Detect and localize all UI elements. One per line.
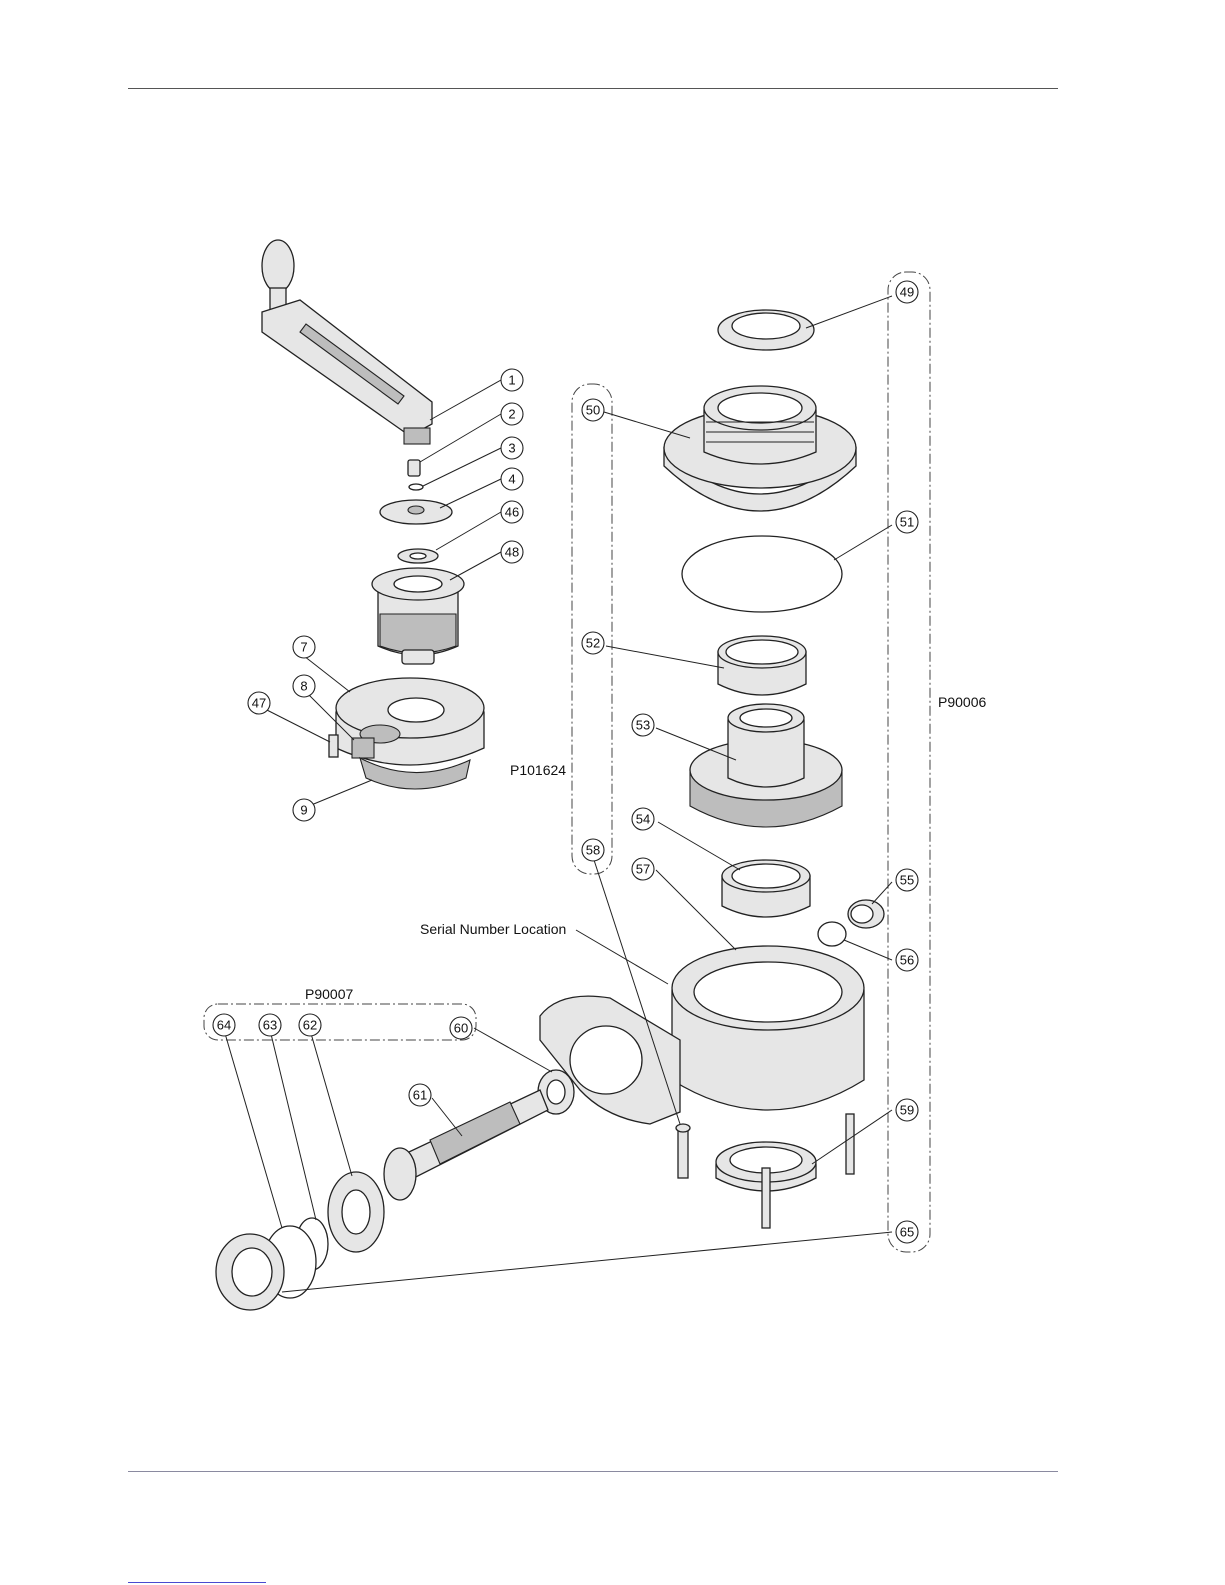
callout-number: 65: [900, 1225, 914, 1240]
callout-number: 55: [900, 873, 914, 888]
group-outline-p90007: [204, 1004, 476, 1040]
callout-52: 52: [582, 632, 604, 654]
callout-number: 61: [413, 1088, 427, 1103]
callout-3: 3: [501, 437, 523, 459]
group-outline-p101624: [572, 384, 612, 874]
callout-number: 7: [300, 640, 307, 655]
callout-62: 62: [299, 1014, 321, 1036]
callout-61: 61: [409, 1084, 431, 1106]
bushing-part-54: [722, 860, 810, 917]
callout-60: 60: [450, 1017, 472, 1039]
callout-54: 54: [632, 808, 654, 830]
callout-number: 57: [636, 862, 650, 877]
o-ring-part-51: [682, 536, 842, 612]
callout-number: 54: [636, 812, 650, 827]
callout-number: 60: [454, 1021, 468, 1036]
indicator-cap-part-4: [380, 500, 452, 524]
callout-55: 55: [896, 869, 918, 891]
group-label-p90007: P90007: [305, 986, 353, 1002]
callout-59: 59: [896, 1099, 918, 1121]
callout-number: 63: [263, 1018, 277, 1033]
callout-number: 47: [252, 696, 266, 711]
seal-ring-part-49: [718, 310, 814, 350]
callout-49: 49: [896, 281, 918, 303]
callout-57: 57: [632, 858, 654, 880]
callout-number: 64: [217, 1018, 231, 1033]
callout-number: 56: [900, 953, 914, 968]
callout-63: 63: [259, 1014, 281, 1036]
callout-8: 8: [293, 675, 315, 697]
worm-shaft-part-61: [384, 1090, 548, 1200]
callout-4: 4: [501, 468, 523, 490]
callout-2: 2: [501, 403, 523, 425]
callout-number: 1: [508, 373, 515, 388]
bushing-part-52: [718, 636, 806, 695]
callout-number: 4: [508, 472, 515, 487]
bolt-part-58: [676, 1124, 690, 1178]
callout-number: 50: [586, 403, 600, 418]
spline-part-8: [352, 738, 374, 758]
o-ring-part-56: [818, 922, 846, 946]
worm-wheel-part-53: [690, 704, 842, 827]
plug-part-55: [848, 900, 884, 928]
callout-number: 3: [508, 441, 515, 456]
callout-53: 53: [632, 714, 654, 736]
callout-number: 52: [586, 636, 600, 651]
callout-7: 7: [293, 636, 315, 658]
gearbox-housing-part-57: [540, 946, 864, 1124]
callout-48: 48: [501, 541, 523, 563]
callout-51: 51: [896, 511, 918, 533]
callout-number: 2: [508, 407, 515, 422]
group-label-p90006: P90006: [938, 694, 986, 710]
callout-56: 56: [896, 949, 918, 971]
callout-64: 64: [213, 1014, 235, 1036]
pin-part-2: [408, 460, 420, 476]
callout-number: 8: [300, 679, 307, 694]
callout-number: 9: [300, 803, 307, 818]
group-label-p101624: P101624: [510, 762, 566, 778]
footer-rule: [128, 1471, 1058, 1472]
callout-number: 48: [505, 545, 519, 560]
washer-part-46: [398, 549, 438, 563]
cover-ring-part-65: [216, 1234, 284, 1310]
bearing-part-59: [716, 1114, 854, 1228]
callout-number: 49: [900, 285, 914, 300]
callout-number: 46: [505, 505, 519, 520]
footer-link-underline: [128, 1582, 266, 1583]
callout-50: 50: [582, 399, 604, 421]
callout-number: 53: [636, 718, 650, 733]
callout-9: 9: [293, 799, 315, 821]
pinion-gear-part-48: [372, 568, 464, 664]
callout-1: 1: [501, 369, 523, 391]
washer-part-3: [409, 484, 423, 490]
callout-65: 65: [896, 1221, 918, 1243]
bearing-part-62: [328, 1172, 384, 1252]
callout-47: 47: [248, 692, 270, 714]
bearing-housing-part-50: [664, 386, 856, 511]
crank-handle: [262, 240, 432, 444]
callout-number: 59: [900, 1103, 914, 1118]
callout-58: 58: [582, 839, 604, 861]
callout-number: 58: [586, 843, 600, 858]
key-part-47: [329, 735, 338, 757]
callout-number: 51: [900, 515, 914, 530]
callout-46: 46: [501, 501, 523, 523]
serial-number-location-label: Serial Number Location: [420, 921, 566, 937]
callout-number: 62: [303, 1018, 317, 1033]
